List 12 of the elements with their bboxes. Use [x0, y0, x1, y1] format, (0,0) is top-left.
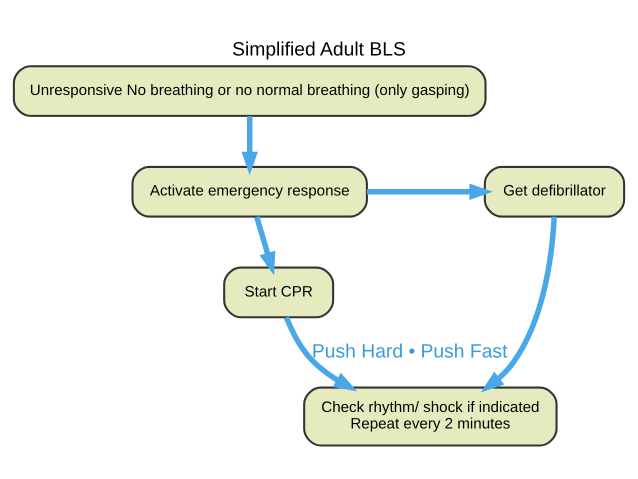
diagram-title: Simplified Adult BLS [232, 38, 406, 60]
node-box: Unresponsive No breathing or no normal breathing (only gasping) [12, 64, 487, 116]
node-box: Start CPR [223, 266, 334, 318]
node-box: Get defibrillator [484, 165, 626, 218]
node-box: Check rhythm/ shock if indicated Repeat every 2 minutes [303, 386, 558, 446]
node-box: Activate emergency response [131, 165, 368, 218]
arrow [480, 216, 557, 392]
arrow [241, 116, 258, 175]
arrow [254, 216, 276, 276]
edge-label: Push Hard • Push Fast [312, 341, 508, 362]
arrow [284, 316, 358, 391]
arrow [366, 183, 493, 200]
